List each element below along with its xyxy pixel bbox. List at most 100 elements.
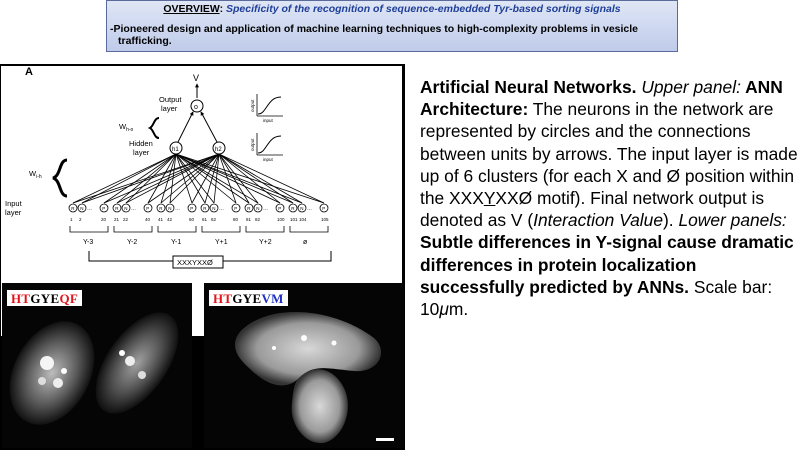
input-node — [112, 203, 122, 213]
input-index: 40 — [145, 217, 151, 222]
input-index: 21 — [114, 217, 120, 222]
microscopy-panel-right: HTGYEVM — [204, 283, 404, 448]
svg-text:…: … — [307, 206, 312, 212]
input-node — [319, 203, 329, 213]
input-node — [165, 203, 175, 213]
svg-text:layer: layer — [5, 208, 22, 217]
cell-image-left — [9, 312, 179, 425]
input-node — [288, 203, 298, 213]
overview-title-text: Specificity of the recognition of sequen… — [223, 3, 621, 15]
svg-text:…: … — [175, 206, 180, 212]
sigmoid-hidden-icon: output input — [250, 133, 283, 162]
input-node-letter: N — [256, 206, 259, 211]
input-node-letter: N — [300, 206, 303, 211]
input-node-letter: N — [212, 206, 215, 211]
svg-text:…: … — [131, 206, 136, 212]
input-node — [121, 203, 131, 213]
input-node-letter: R — [115, 206, 119, 211]
input-index: 81 — [246, 217, 252, 222]
input-node-letter: R — [203, 206, 207, 211]
weight-ho-label: Wh-o — [119, 122, 134, 133]
input-index: 62 — [211, 217, 217, 222]
input-node-letter: P — [322, 206, 325, 211]
svg-text:h1: h1 — [172, 147, 179, 153]
input-index: 100 — [277, 217, 285, 222]
cell-image-right — [234, 311, 382, 444]
input-node-letter: P — [278, 206, 281, 211]
input-index: 2 — [79, 217, 82, 222]
input-index: 61 — [202, 217, 208, 222]
svg-text:input: input — [263, 157, 274, 162]
svg-text:input: input — [263, 118, 274, 123]
cluster-label: Y-2 — [127, 239, 137, 246]
input-node — [156, 203, 166, 213]
input-node-letter: N — [80, 206, 83, 211]
overview-title: OVERVIEW: Specificity of the recognition… — [163, 3, 621, 15]
input-node-letter: R — [247, 206, 251, 211]
input-node-letter: N — [124, 206, 127, 211]
ann-svg: A V o Output layer output input output — [5, 66, 332, 269]
svg-text:layer: layer — [133, 148, 150, 157]
sigmoid-output-icon: output input — [250, 94, 283, 123]
overview-bullet: -Pioneered design and application of mac… — [110, 23, 639, 47]
output-layer-label: Output — [159, 95, 182, 104]
svg-text:layer: layer — [161, 104, 178, 113]
weight-ih-label: Wi-h — [29, 169, 42, 180]
input-node-letter: P — [146, 206, 149, 211]
svg-text:…: … — [87, 206, 92, 212]
input-node-letter: N — [168, 206, 171, 211]
cluster-label: Y-3 — [83, 239, 93, 246]
input-node — [143, 203, 153, 213]
input-node — [200, 203, 210, 213]
input-node-letter: P — [102, 206, 105, 211]
input-node — [297, 203, 307, 213]
input-hidden-connections — [72, 153, 325, 204]
sequence-label-htgyevm: HTGYEVM — [209, 290, 288, 306]
cluster-label: Y+1 — [215, 239, 228, 246]
svg-text:h2: h2 — [215, 147, 222, 153]
microscopy-panel-left: HTGYEQF — [2, 283, 192, 448]
input-node — [99, 203, 109, 213]
input-index: 42 — [167, 217, 173, 222]
input-node — [77, 203, 87, 213]
input-index: 41 — [158, 217, 164, 222]
figure-panel: A V o Output layer output input output — [0, 64, 405, 450]
input-node-letter: R — [71, 206, 75, 211]
input-index: 20 — [101, 217, 107, 222]
input-index: 22 — [123, 217, 129, 222]
hidden-layer-label: Hidden — [129, 139, 153, 148]
input-node — [275, 203, 285, 213]
panel-letter: A — [25, 66, 33, 78]
input-index: 80 — [233, 217, 239, 222]
figure-description: Artificial Neural Networks. Upper panel:… — [420, 77, 798, 320]
input-node — [231, 203, 241, 213]
output-symbol: V — [193, 73, 199, 83]
svg-text:output: output — [250, 99, 255, 112]
input-index: 1 — [70, 217, 73, 222]
input-node-letter: R — [159, 206, 163, 211]
svg-text:output: output — [250, 138, 255, 151]
input-node-letter: P — [190, 206, 193, 211]
input-index: 105 — [321, 217, 329, 222]
svg-text:…: … — [263, 206, 268, 212]
motif-box — [172, 255, 224, 269]
overview-label: OVERVIEW — [163, 3, 220, 15]
input-index: 101 — [290, 217, 298, 222]
svg-text:…: … — [219, 206, 224, 212]
input-index: 82 — [255, 217, 261, 222]
overview-banner: OVERVIEW: Specificity of the recognition… — [106, 0, 678, 52]
cluster-label: Y-1 — [171, 239, 181, 246]
input-index: 104 — [299, 217, 307, 222]
input-node-letter: R — [291, 206, 295, 211]
cluster-label: Y+2 — [259, 239, 272, 246]
motif-text: XXXYXXØ — [177, 258, 213, 267]
sequence-label-htgyeqf: HTGYEQF — [7, 290, 83, 306]
input-node — [68, 203, 78, 213]
output-node — [190, 99, 204, 113]
scale-bar — [376, 438, 394, 441]
